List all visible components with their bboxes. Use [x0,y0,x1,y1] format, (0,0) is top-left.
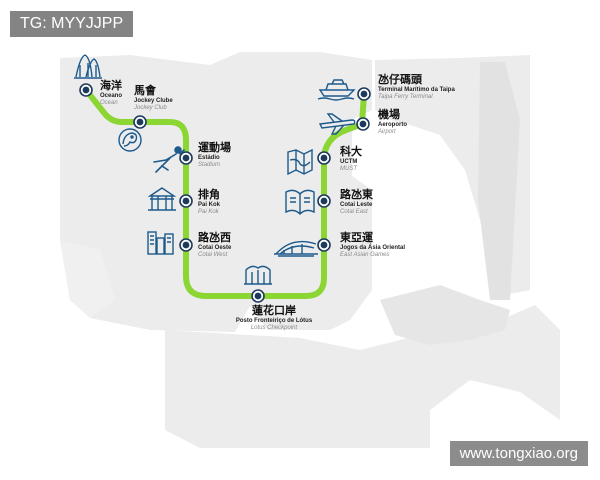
station-cotaioeste-dot [182,241,190,249]
station-lotus[interactable] [251,289,265,303]
land-layer [60,52,560,448]
map-icon [287,148,313,176]
label-jockey[interactable]: 馬會 Jockey Clube Jockey Club [134,85,173,112]
station-jockey-dot [136,118,144,126]
airplane-icon [318,113,356,135]
label-cotaioeste-zh: 路氹西 [198,232,231,244]
label-jogos[interactable]: 東亞運 Jogos da Ásia Oriental East Asian Ga… [340,232,406,259]
label-uctm-zh: 科大 [340,146,362,158]
label-oceano-en: Ocean [100,100,118,106]
label-cotaileste-en: Cotai East [340,209,368,215]
label-aeroporto-pt: Aeroporto [378,122,407,128]
horse-icon [118,128,142,152]
label-terminal-zh: 氹仔碼頭 [378,74,422,86]
label-cotaioeste-en: Cotai West [198,252,228,258]
station-uctm[interactable] [317,151,331,165]
label-paikok-pt: Pai Kok [198,202,221,208]
station-uctm-dot [320,154,328,162]
label-jockey-pt: Jockey Clube [134,98,173,104]
station-cotaileste[interactable] [317,194,331,208]
station-jogos-dot [320,241,328,249]
station-aeroporto-dot [359,120,367,128]
label-lotus-pt: Posto Fronteiriço de Lótus [235,318,313,324]
label-aeroporto-zh: 機場 [378,109,400,121]
label-lotus-en: Lotus Checkpoint [250,325,298,331]
label-estadio[interactable]: 運動場 Estádio Stadium [198,142,231,169]
label-jogos-zh: 東亞運 [340,232,373,244]
label-cotaileste-pt: Cotai Leste [340,202,373,208]
label-jogos-pt: Jogos da Ásia Oriental [340,245,406,251]
icons-layer [74,54,356,285]
station-jogos[interactable] [317,238,331,252]
label-estadio-pt: Estádio [198,155,220,161]
label-estadio-zh: 運動場 [198,142,231,154]
label-cotaioeste[interactable]: 路氹西 Cotai Oeste Cotai West [198,232,232,259]
label-estadio-en: Stadium [198,162,221,168]
label-cotaileste-zh: 路氹東 [340,189,373,201]
label-jogos-en: East Asian Games [340,252,390,258]
station-estadio-dot [182,154,190,162]
label-terminal-pt: Terminal Marítimo da Taipa [378,87,455,93]
label-aeroporto[interactable]: 機場 Aeroporto Airport [378,109,407,136]
label-oceano-zh: 海洋 [100,80,122,92]
label-cotaileste[interactable]: 路氹東 Cotai Leste Cotai East [340,189,373,216]
label-lotus[interactable]: 蓮花口岸 Posto Fronteiriço de Lótus Lotus Ch… [235,305,313,332]
label-aeroporto-en: Airport [378,129,396,135]
ocean-towers-icon [74,54,102,79]
station-jockey[interactable] [133,115,147,129]
ferry-icon [317,79,356,101]
label-oceano[interactable]: 海洋 Oceano Ocean [100,80,123,107]
watermark-bottom-right: www.tongxiao.org [449,441,588,466]
label-paikok-zh: 排角 [198,189,220,201]
station-paikok[interactable] [179,194,193,208]
label-uctm[interactable]: 科大 UCTM MUST [340,146,362,173]
label-lotus-zh: 蓮花口岸 [252,305,296,317]
label-jockey-en: Jockey Club [134,105,167,111]
label-terminal-en: Taipa Ferry Terminal [378,94,433,100]
station-paikok-dot [182,197,190,205]
station-terminal[interactable] [357,87,371,101]
label-paikok-en: Pai Kok [198,209,219,215]
land-airport-strip [478,62,520,300]
land-west-isle [60,240,115,318]
station-lotus-dot [254,292,262,300]
station-terminal-dot [360,90,368,98]
label-uctm-en: MUST [340,166,357,172]
land-southeast [380,285,510,345]
label-cotaioeste-pt: Cotai Oeste [198,245,232,251]
label-uctm-pt: UCTM [340,159,358,165]
checkpoint-icon [244,265,272,285]
station-cotaileste-dot [320,197,328,205]
watermark-top-left: TG: MYYJJPP [10,11,134,37]
station-oceano[interactable] [79,83,93,97]
athlete-icon [153,146,185,173]
label-terminal[interactable]: 氹仔碼頭 Terminal Marítimo da Taipa Taipa Fe… [378,74,455,101]
station-oceano-dot [82,86,90,94]
label-oceano-pt: Oceano [100,93,123,99]
temple-icon [147,187,177,211]
label-jockey-zh: 馬會 [134,85,156,97]
label-paikok[interactable]: 排角 Pai Kok Pai Kok [198,189,221,216]
station-cotaioeste[interactable] [179,238,193,252]
buildings-icon [147,231,174,255]
stations-layer [79,83,371,303]
dome-icon [274,240,318,257]
book-icon [285,189,315,215]
station-estadio[interactable] [179,151,193,165]
station-aeroporto[interactable] [356,117,370,131]
